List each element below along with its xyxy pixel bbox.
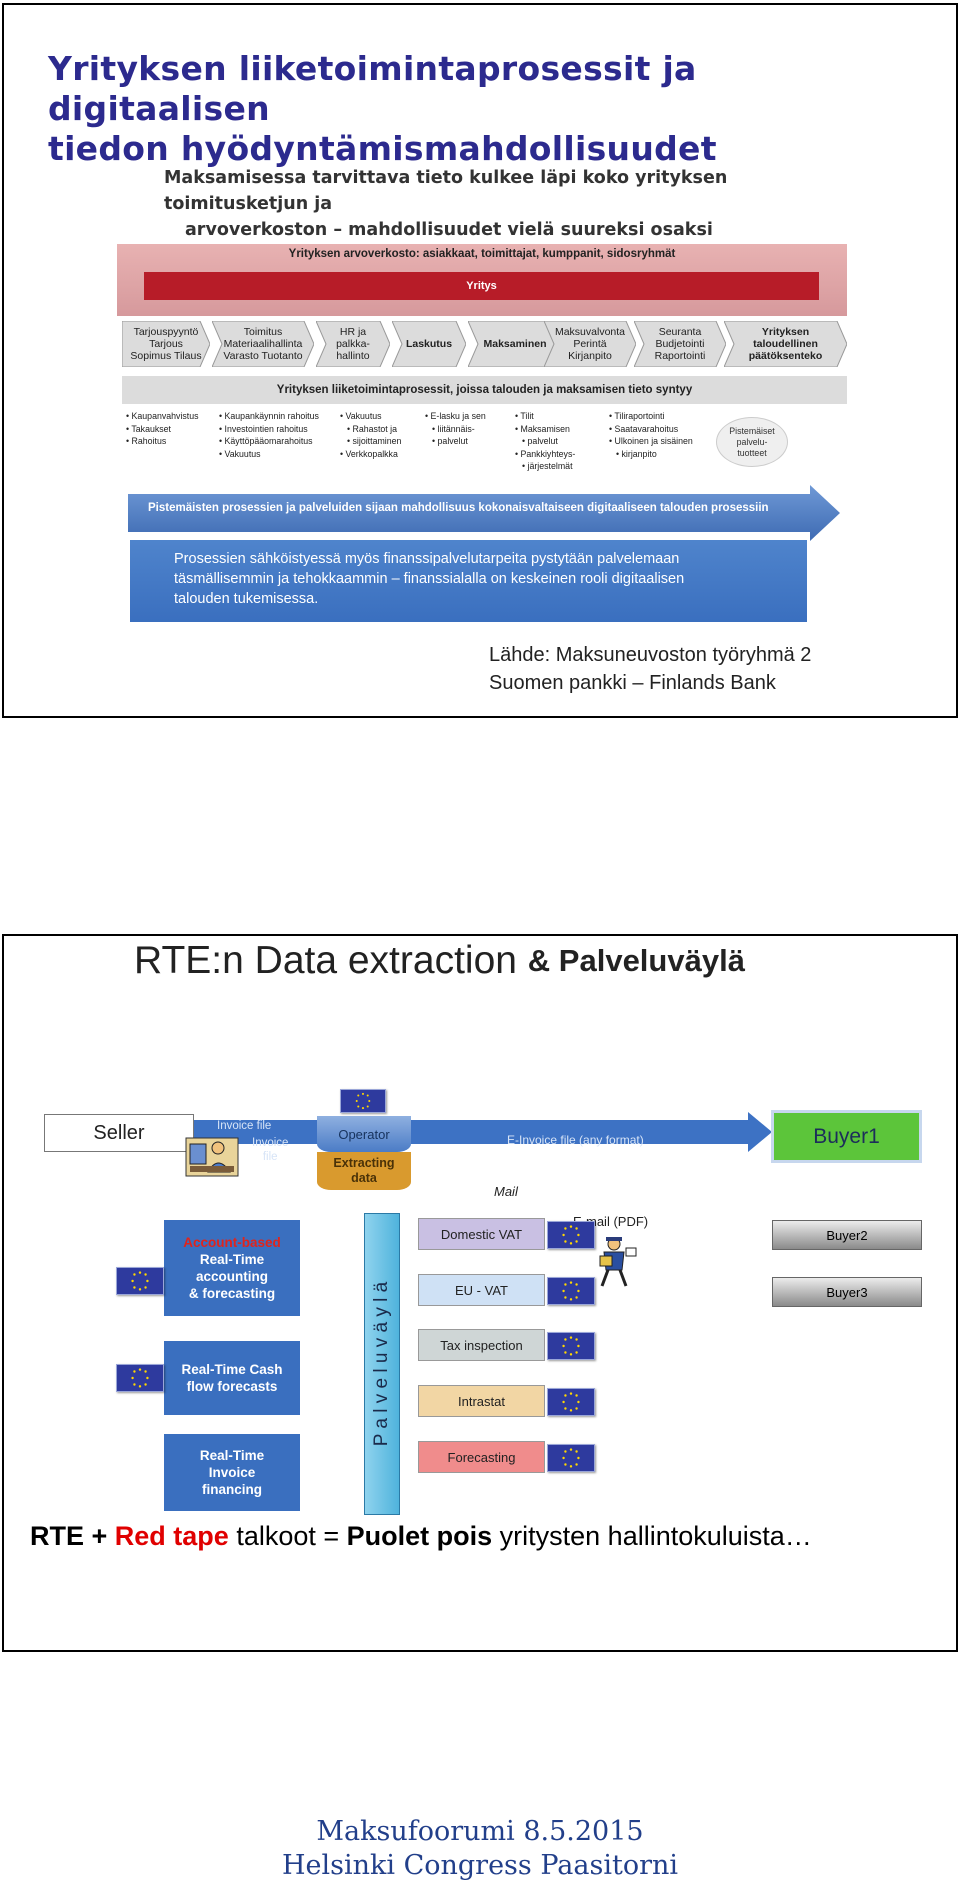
seller-label: Seller bbox=[93, 1121, 145, 1144]
palveluvayla-label: P a l v e l u v ä y l ä bbox=[371, 1281, 392, 1447]
company-bar: Yritys bbox=[144, 272, 819, 300]
slide-2-title-b: & Palveluväylä bbox=[527, 943, 745, 978]
bullets-col-5: TilitMaksamisenpalvelutPankkiyhteys-järj… bbox=[515, 410, 610, 473]
bullets-col-6: TiliraportointiSaatavarahoitusUlkoinen j… bbox=[609, 410, 719, 460]
mail-label: Mail bbox=[494, 1184, 518, 1199]
slide-1-title: Yrityksen liiketoimintaprosessit ja digi… bbox=[48, 49, 928, 169]
source-text: Lähde: Maksuneuvoston työryhmä 2 Suomen … bbox=[489, 641, 909, 697]
eu-flag-icon bbox=[547, 1444, 595, 1472]
step-5-label: Maksaminen bbox=[483, 338, 547, 350]
chevron-shape bbox=[212, 321, 314, 367]
footer-line-2: Helsinki Congress Paasitorni bbox=[281, 1850, 679, 1881]
buyer1-label: Buyer1 bbox=[813, 1124, 880, 1148]
eu-flag-icon bbox=[116, 1364, 164, 1392]
footer-line-1: Maksufoorumi 8.5.2015 bbox=[316, 1816, 644, 1847]
process-band-label: Yrityksen liiketoimintaprosessit, joissa… bbox=[276, 384, 693, 396]
chevron-shape bbox=[544, 321, 636, 367]
slide-2-title-row: RTE:n Data extraction & Palveluväylä bbox=[134, 934, 894, 988]
buyer2-box: Buyer2 bbox=[772, 1220, 922, 1250]
eu-flag-icon bbox=[547, 1277, 595, 1305]
chevron-shape bbox=[468, 321, 562, 367]
source-line-1: Lähde: Maksuneuvoston työryhmä 2 bbox=[489, 644, 812, 666]
seller-box: Seller bbox=[44, 1114, 194, 1152]
operator-label: Operator bbox=[338, 1126, 390, 1142]
chevron-shape bbox=[122, 321, 210, 367]
e-invoice-label: E-Invoice file (any format) bbox=[507, 1133, 644, 1147]
footer: Maksufoorumi 8.5.2015 Helsinki Congress … bbox=[180, 1815, 780, 1883]
chevron-shape bbox=[634, 321, 726, 367]
bullets-col-1: KaupanvahvistusTakauksetRahoitus bbox=[126, 410, 221, 448]
step-4: Laskutus bbox=[392, 321, 466, 367]
buyer3-label: Buyer3 bbox=[826, 1284, 868, 1300]
operator-cylinder: Operator bbox=[317, 1116, 411, 1152]
chevron-shape bbox=[724, 321, 847, 367]
big-arrow-label: Pistemäisten prosessien ja palveluiden s… bbox=[148, 502, 769, 514]
bullets-col-2: Kaupankäynnin rahoitusInvestointien raho… bbox=[219, 410, 339, 460]
eu-flag-icon bbox=[116, 1267, 164, 1295]
postman-icon bbox=[592, 1236, 638, 1288]
infographic-heading-line-1: Maksamisessa tarvittava tieto kulkee läp… bbox=[164, 168, 728, 214]
forecasting-box: Forecasting bbox=[418, 1441, 545, 1473]
bottom-highlight-box: Prosessien sähköistyessä myös finanssipa… bbox=[130, 540, 807, 622]
buyer2-label: Buyer2 bbox=[826, 1227, 868, 1243]
buyer1-box: Buyer1 bbox=[771, 1110, 922, 1163]
company-label: Yritys bbox=[466, 280, 497, 292]
buyer3-box: Buyer3 bbox=[772, 1277, 922, 1307]
slide-1: Yrityksen liiketoimintaprosessit ja digi… bbox=[2, 3, 958, 718]
eu-flag-icon bbox=[340, 1089, 386, 1113]
eu-flag-icon bbox=[547, 1332, 595, 1360]
step-5: Maksaminen bbox=[468, 321, 562, 367]
step-4-label: Laskutus bbox=[405, 338, 453, 350]
big-arrow: Pistemäisten prosessien ja palveluiden s… bbox=[128, 485, 840, 541]
eu-vat-box: EU - VAT bbox=[418, 1274, 545, 1306]
eu-flag-icon bbox=[547, 1388, 595, 1416]
cash-flow-box: Real-Time Cash flow forecasts bbox=[164, 1341, 300, 1415]
bullets-col-3: VakuutusRahastot jasijoittaminenVerkkopa… bbox=[340, 410, 430, 460]
chevron-shape bbox=[392, 321, 466, 367]
account-based-box: Account-based Real-Time accounting & for… bbox=[164, 1220, 300, 1316]
value-network-label: Yrityksen arvoverkosto: asiakkaat, toimi… bbox=[288, 248, 676, 260]
process-band: Yrityksen liiketoimintaprosessit, joissa… bbox=[122, 376, 847, 404]
domestic-vat-box: Domestic VAT bbox=[418, 1218, 545, 1250]
office-worker-icon bbox=[184, 1136, 240, 1178]
source-line-2: Suomen pankki – Finlands Bank bbox=[489, 672, 776, 694]
palveluvayla-bar: P a l v e l u v ä y l ä bbox=[364, 1213, 400, 1515]
slide-1-title-line-1: Yrityksen liiketoimintaprosessit ja digi… bbox=[48, 49, 697, 128]
slide-2: RTE:n Data extraction & Palveluväylä Sel… bbox=[2, 934, 958, 1652]
invoice-financing-box: Real-Time Invoice financing bbox=[164, 1434, 300, 1511]
bottom-statement: RTE + Red tape talkoot = Puolet pois yri… bbox=[30, 1521, 812, 1551]
slide-1-title-line-2: tiedon hyödyntämismahdollisuudet bbox=[48, 129, 717, 168]
intrastat-box: Intrastat bbox=[418, 1385, 545, 1417]
chevron-shape bbox=[316, 321, 390, 367]
arrow-right-icon bbox=[128, 485, 840, 541]
eu-flag-icon bbox=[547, 1221, 595, 1249]
tax-inspection-box: Tax inspection bbox=[418, 1329, 545, 1361]
slide-2-title-a: RTE:n Data extraction bbox=[134, 939, 528, 982]
invoice-file-label-1: Invoice file bbox=[217, 1120, 272, 1132]
bullets-col-4: E-lasku ja senliitännäis-palvelut bbox=[425, 410, 515, 448]
